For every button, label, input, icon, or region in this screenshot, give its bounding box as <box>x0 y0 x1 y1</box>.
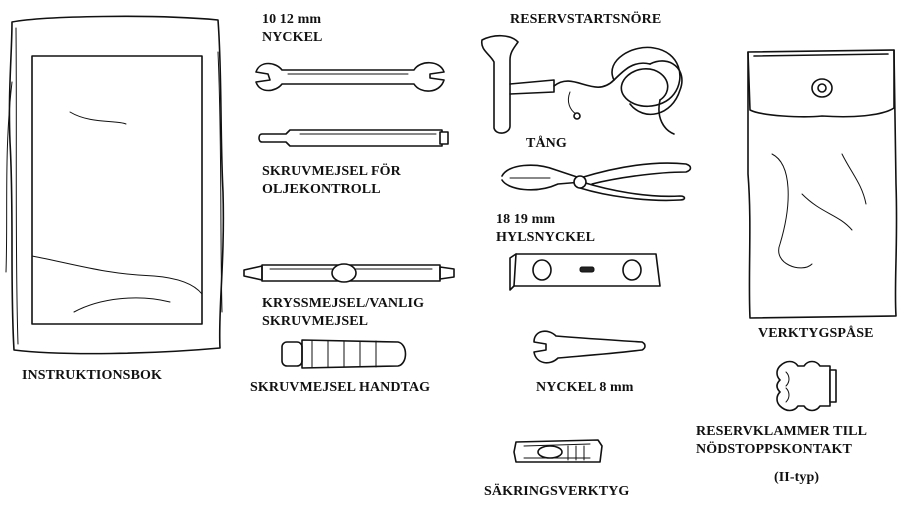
label-nyckel-8: NYCKEL 8 mm <box>536 380 634 396</box>
stop-switch-clip-icon <box>772 356 840 416</box>
label-reservklammer-type: (II-typ) <box>774 470 819 486</box>
flat-screwdriver-icon <box>256 124 452 156</box>
pliers-icon <box>496 152 696 204</box>
label-instruktionsbok: INSTRUKTIONSBOK <box>22 368 162 384</box>
label-sakringsverktyg: SÄKRINGSVERKTYG <box>484 484 629 500</box>
fuse-puller-icon <box>510 434 606 468</box>
phillips-screwdriver-icon <box>240 256 462 290</box>
book-icon <box>4 12 226 360</box>
label-hylsnyckel-size: 18 19 mm <box>496 212 555 228</box>
label-kryssmejsel-1: KRYSSMEJSEL/VANLIG <box>262 296 424 312</box>
label-tang: TÅNG <box>526 136 567 152</box>
label-nyckel-1012-size: 10 12 mm <box>262 12 321 28</box>
open-end-wrench-icon <box>252 54 448 100</box>
label-reservklammer-1: RESERVKLAMMER TILL <box>696 424 867 440</box>
label-skruvmejsel-olja-1: SKRUVMEJSEL FÖR <box>262 164 401 180</box>
label-nyckel-1012-name: NYCKEL <box>262 30 323 46</box>
tool-bag-icon <box>742 44 902 322</box>
socket-wrench-icon <box>506 246 666 294</box>
screwdriver-handle-icon <box>278 334 414 374</box>
label-reservstartsnore: RESERVSTARTSNÖRE <box>510 12 661 28</box>
label-reservklammer-2: NÖDSTOPPSKONTAKT <box>696 442 852 458</box>
label-kryssmejsel-2: SKRUVMEJSEL <box>262 314 368 330</box>
small-wrench-icon <box>530 326 650 368</box>
label-verktygspase: VERKTYGSPÅSE <box>758 326 874 342</box>
label-skruvmejsel-handtag: SKRUVMEJSEL HANDTAG <box>250 380 430 396</box>
label-skruvmejsel-olja-2: OLJEKONTROLL <box>262 182 381 198</box>
label-hylsnyckel-name: HYLSNYCKEL <box>496 230 595 246</box>
starter-rope-icon <box>474 30 696 142</box>
